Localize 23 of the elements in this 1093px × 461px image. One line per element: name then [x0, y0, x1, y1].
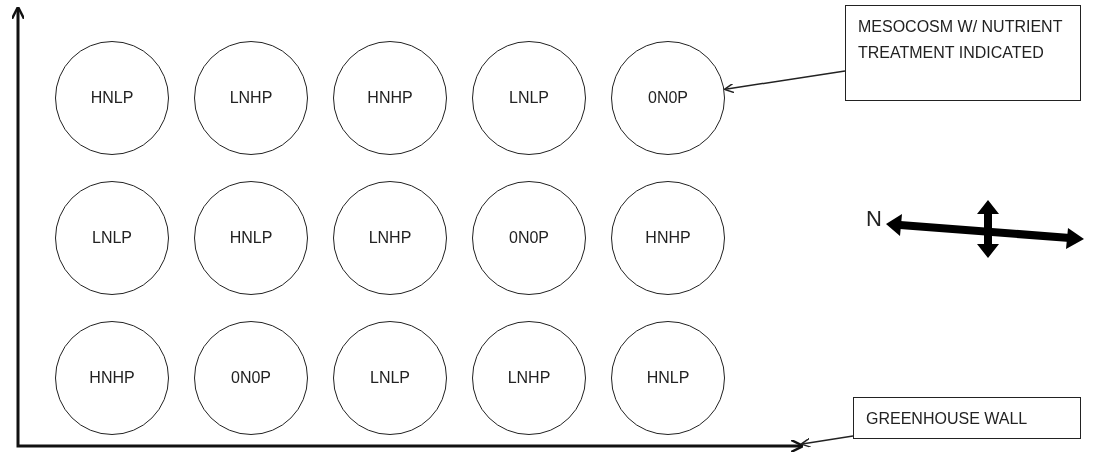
treatment-label: 0N0P — [648, 89, 688, 107]
treatment-label: 0N0P — [509, 229, 549, 247]
treatment-label: HNHP — [367, 89, 413, 107]
treatment-label: 0N0P — [231, 369, 271, 387]
leader-line — [800, 435, 854, 448]
callout-text: GREENHOUSE WALL — [866, 409, 1029, 429]
treatment-label: LNLP — [509, 89, 549, 107]
leader-line — [723, 70, 846, 94]
north-label: N — [866, 206, 882, 232]
treatment-label: LNLP — [92, 229, 132, 247]
greenhouse-wall-line — [10, 5, 805, 454]
treatment-label: HNLP — [90, 89, 134, 107]
treatment-label: HNLP — [229, 229, 273, 247]
treatment-label: LNHP — [229, 89, 273, 107]
treatment-label: LNHP — [368, 229, 412, 247]
treatment-label: HNHP — [89, 369, 135, 387]
treatment-label: HNHP — [645, 229, 691, 247]
callout-text: MESOCOSM W/ NUTRIENT TREATMENT INDICATED — [858, 17, 1064, 63]
treatment-label: HNLP — [646, 369, 690, 387]
callout-box — [853, 397, 1081, 439]
treatment-label: LNHP — [507, 369, 551, 387]
callout-box — [845, 5, 1081, 101]
treatment-label: LNLP — [370, 369, 410, 387]
